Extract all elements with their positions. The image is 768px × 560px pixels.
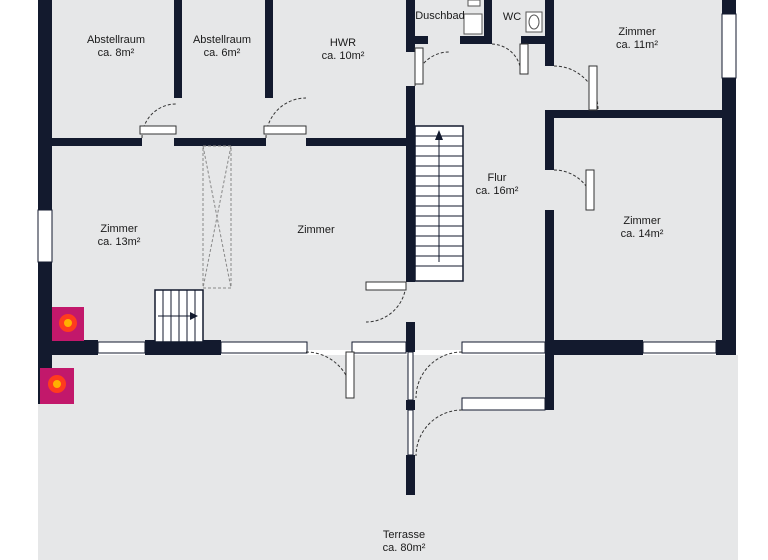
staircase-main (414, 125, 464, 282)
room-abstellraum-1: Abstellraum ca. 8m² (87, 34, 145, 60)
room-name: Zimmer (297, 224, 335, 236)
ceiling-opening (202, 145, 232, 289)
room-name: Abstellraum (192, 34, 252, 46)
room-hwr: HWR ca. 10m² (322, 37, 365, 63)
stair-arrow-icon (435, 130, 443, 140)
room-area: ca. 8m² (97, 47, 135, 59)
room-abstellraum-2: Abstellraum ca. 6m² (193, 34, 251, 60)
room-terrasse: Terrasse ca. 80m² (383, 529, 426, 555)
room-area: ca. 13m² (97, 236, 141, 248)
door-swings (141, 43, 599, 457)
floor-areas (38, 0, 738, 560)
bathroom-fixtures (463, 0, 543, 35)
stoves (40, 307, 84, 404)
room-zimmer-11: Zimmer ca. 11m² (616, 26, 658, 52)
room-name: HWR (329, 37, 357, 49)
room-zimmer-13: Zimmer ca. 13m² (98, 223, 141, 249)
room-zimmer: Zimmer (297, 224, 334, 237)
room-area: ca. 80m² (382, 542, 426, 554)
room-name: Abstellraum (86, 34, 146, 46)
room-flur: Flur ca. 16m² (476, 172, 519, 198)
room-name: WC (502, 11, 522, 23)
room-name: Zimmer (618, 26, 656, 38)
room-area: ca. 6m² (203, 47, 241, 59)
windows (37, 13, 737, 456)
room-area: ca. 10m² (321, 50, 365, 62)
sink-icon (467, 0, 481, 7)
room-name: Zimmer (100, 223, 138, 235)
room-name: Flur (487, 172, 507, 184)
walls (38, 0, 736, 495)
room-area: ca. 11m² (616, 39, 658, 51)
door-leaves (139, 43, 598, 399)
room-name: Zimmer (623, 215, 661, 227)
room-duschbad: Duschbad (415, 10, 465, 23)
shower-icon (463, 13, 483, 35)
room-zimmer-14: Zimmer ca. 14m² (621, 215, 664, 241)
room-area: ca. 14m² (620, 228, 664, 240)
stair-arrow-icon (190, 312, 198, 320)
staircase-small (154, 289, 204, 343)
room-name: Duschbad (415, 10, 465, 22)
room-area: ca. 16m² (475, 185, 519, 197)
room-name: Terrasse (382, 529, 426, 541)
room-wc: WC (503, 11, 521, 24)
